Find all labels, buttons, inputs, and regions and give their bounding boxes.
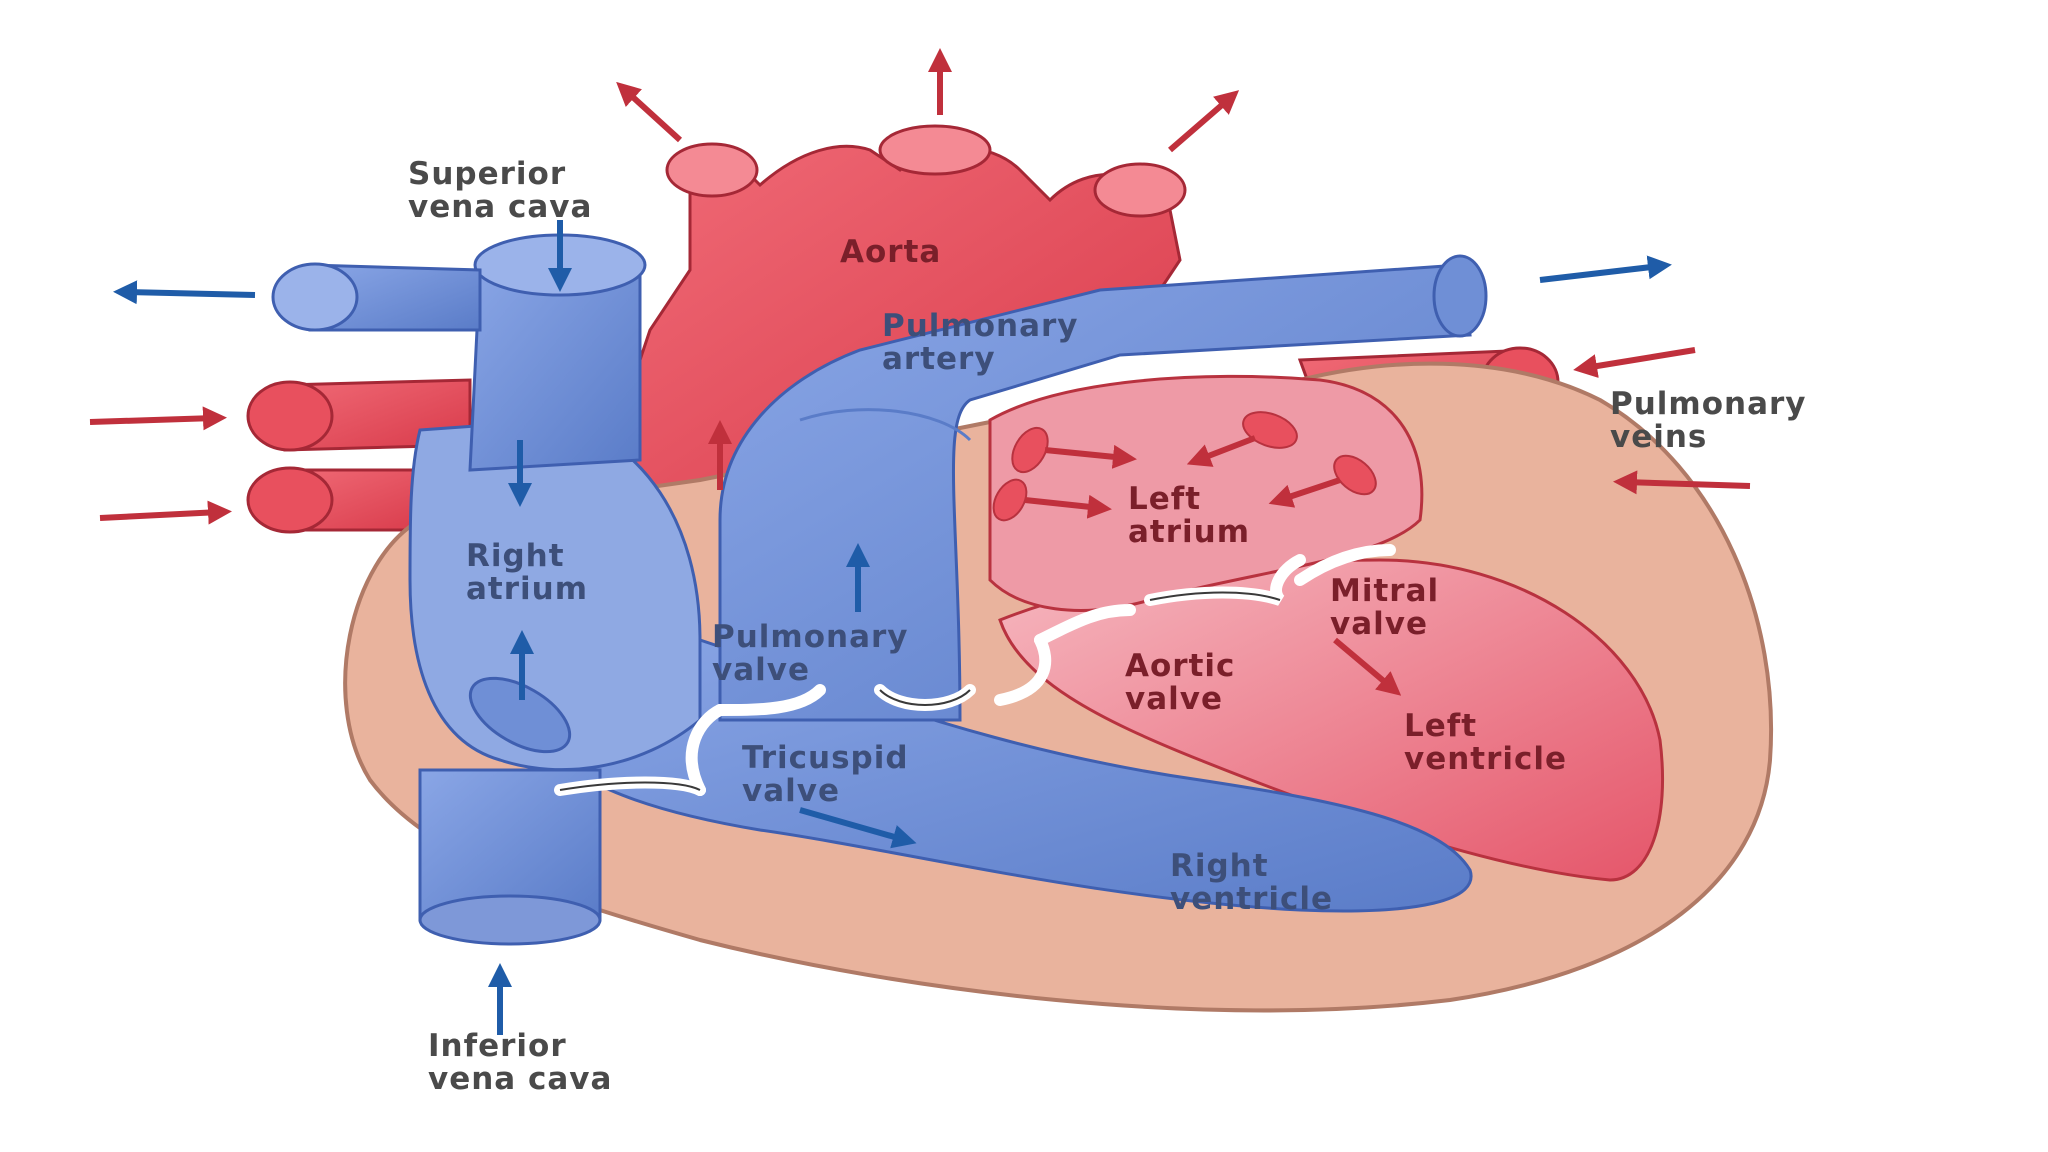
arrow-icon — [616, 81, 683, 143]
mitral-valve-leaflet-icon — [1294, 544, 1396, 586]
coronary-sinus — [468, 676, 572, 754]
arrow-icon — [1613, 470, 1751, 495]
arrow-icon — [1539, 255, 1672, 283]
superior-vena-cava — [271, 233, 647, 472]
arrow-icon — [1024, 494, 1112, 519]
arrow-icon — [1333, 637, 1402, 696]
arrow-icon — [89, 406, 227, 431]
arrow-icon — [1168, 90, 1240, 153]
vein-openings — [992, 411, 1377, 522]
arrow-icon — [1268, 477, 1341, 508]
flow-arrows — [89, 48, 1751, 1035]
arrow-icon — [113, 280, 256, 305]
aortic-valve-icon — [994, 634, 1052, 706]
label-aorta: Aorta — [840, 234, 942, 270]
arrow-icon — [1186, 435, 1257, 467]
aortic-valve-leaflet-icon — [1034, 604, 1136, 646]
pulmonary-valve-icon — [714, 684, 826, 716]
aorta — [618, 124, 1187, 522]
arrow-icon — [799, 807, 917, 849]
arrow-icon — [1573, 347, 1696, 378]
tricuspid-valve-leaflet-icon — [685, 704, 726, 796]
arrow-icon — [1044, 444, 1137, 469]
arrow-icon — [99, 500, 232, 525]
inferior-vena-cava — [418, 768, 602, 946]
pulmonary-artery — [718, 254, 1488, 722]
